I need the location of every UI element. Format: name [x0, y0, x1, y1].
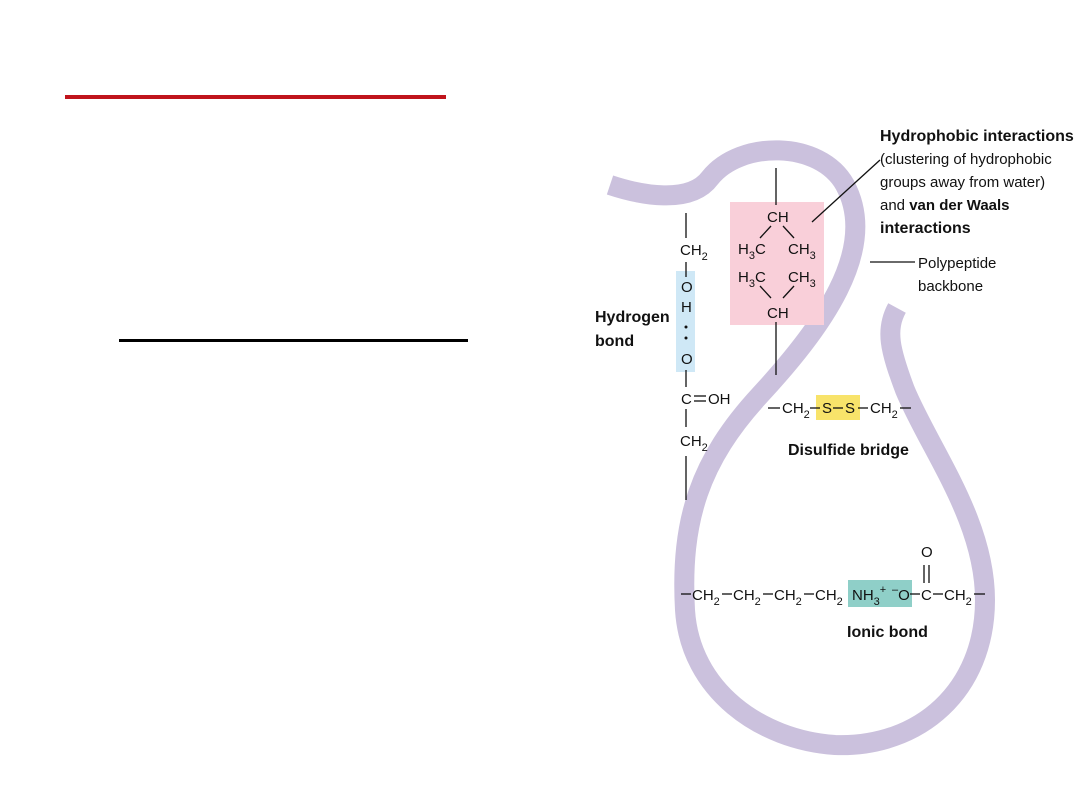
subtitle-placeholder-rule — [119, 339, 468, 342]
ionic-ch2-b: CH2 — [733, 587, 761, 608]
title-placeholder-rule — [65, 95, 446, 99]
disulfide-right-ch2: CH2 — [870, 400, 898, 421]
h-bond-dot-2 — [684, 336, 688, 340]
hydrophobic-upper-left-bond — [759, 225, 772, 239]
hydrophobic-ch3-lower: CH3 — [788, 269, 816, 290]
h-chain-ch2-bottom: CH2 — [680, 433, 708, 454]
ionic-bond-highlight — [848, 580, 912, 607]
hydrophobic-label-line5: interactions — [880, 220, 971, 237]
hydrophobic-ch-top: CH — [767, 209, 789, 226]
h-bond-dot-1 — [684, 325, 688, 329]
ionic-carbonyl-o: O — [921, 544, 933, 561]
hydrophobic-leader-line — [811, 159, 881, 223]
hydrophobic-lower-right-bond — [782, 285, 795, 299]
disulfide-label: Disulfide bridge — [788, 442, 909, 459]
h-chain-h: H — [681, 299, 692, 316]
disulfide-left-ch2: CH2 — [782, 400, 810, 421]
hydrophobic-h3c-upper: H3C — [738, 241, 766, 262]
h-chain-ch2-top: CH2 — [680, 242, 708, 263]
hydrogen-bond-label-line2: bond — [595, 333, 634, 350]
ionic-ch2-d: CH2 — [815, 587, 843, 608]
h-chain-c: C — [681, 391, 692, 408]
hydrogen-bond-highlight — [676, 271, 695, 372]
disulfide-s2: S — [845, 400, 855, 417]
hydrophobic-label-line1: Hydrophobic interactions — [880, 128, 1074, 145]
ionic-ch2-a: CH2 — [692, 587, 720, 608]
ionic-nh3: NH3+ — [852, 584, 886, 608]
hydrophobic-label-line3: groups away from water) — [880, 174, 1045, 191]
hydrophobic-lower-left-bond — [759, 285, 772, 299]
backbone-label-line2: backbone — [918, 278, 983, 295]
hydrophobic-upper-right-bond — [782, 225, 795, 239]
hydrophobic-ch3-upper: CH3 — [788, 241, 816, 262]
ionic-ch2-end: CH2 — [944, 587, 972, 608]
hydrogen-bond-label-line1: Hydrogen — [595, 309, 670, 326]
hydrophobic-label-line4: and van der Waals — [880, 197, 1010, 214]
ionic-o-minus: –O — [892, 584, 910, 604]
polypeptide-backbone — [606, 140, 996, 756]
h-chain-o-top: O — [681, 279, 693, 296]
ionic-carbonyl-c: C — [921, 587, 932, 604]
ionic-bond-label: Ionic bond — [847, 624, 928, 641]
hydrophobic-h3c-lower: H3C — [738, 269, 766, 290]
backbone-label-line1: Polypeptide — [918, 255, 996, 272]
disulfide-s1: S — [822, 400, 832, 417]
hydrophobic-highlight — [730, 202, 824, 325]
hydrophobic-ch-bottom: CH — [767, 305, 789, 322]
ionic-ch2-c: CH2 — [774, 587, 802, 608]
hydrophobic-label-line2: (clustering of hydrophobic — [880, 151, 1052, 168]
h-chain-oh: OH — [708, 391, 731, 408]
h-chain-o-bottom: O — [681, 351, 693, 368]
